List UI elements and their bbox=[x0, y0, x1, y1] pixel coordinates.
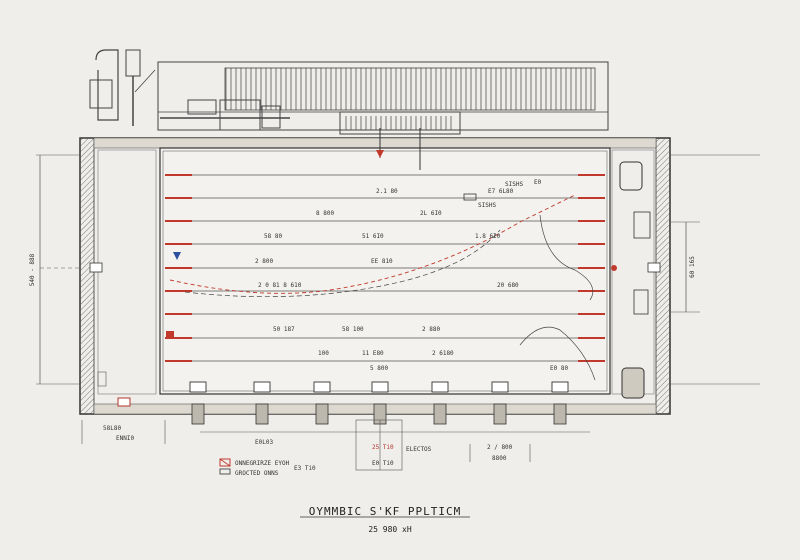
side-deck-features bbox=[89, 149, 661, 407]
label-r6c: 2 880 bbox=[422, 326, 440, 333]
drain-pit bbox=[493, 403, 507, 425]
drain-pit bbox=[315, 403, 329, 425]
drain-pit bbox=[255, 403, 269, 425]
label-r8a: 5 800 bbox=[370, 365, 388, 372]
pool-labels: 2.1 80 E7 6L80 SISHS E0 8 800 2L 6I0 SIS… bbox=[255, 179, 568, 372]
drain-pit bbox=[553, 403, 567, 425]
grandstand-roof bbox=[134, 61, 609, 135]
drain-pit bbox=[191, 403, 205, 425]
dim-left-vertical: 540 - 888 bbox=[29, 253, 36, 286]
label-r7b: 11 E80 bbox=[362, 350, 384, 357]
dim-right-vertical: 60 165 bbox=[689, 256, 696, 278]
top-deck bbox=[93, 137, 657, 149]
label-r3a: 58 80 bbox=[264, 233, 282, 240]
label-r6a: 50 187 bbox=[273, 326, 295, 333]
dimension-lines bbox=[36, 154, 760, 518]
label-r1d: E0 bbox=[534, 179, 542, 186]
dim-bottom-right-1: 2 / 800 bbox=[487, 444, 513, 451]
dim-bottom-left: 58L80 bbox=[103, 425, 121, 432]
label-r7c: 2 6180 bbox=[432, 350, 454, 357]
flow-curve-4 bbox=[519, 326, 596, 381]
legend-label-2: GROCTED ONNS bbox=[235, 470, 279, 477]
label-r8b: E0 80 bbox=[550, 365, 568, 372]
label-r3b: 51 6I0 bbox=[362, 233, 384, 240]
drain-pit bbox=[433, 403, 447, 425]
lane-ropes bbox=[165, 174, 605, 362]
drawing-title: OYMMBIC S'KF PPLTICM bbox=[309, 505, 461, 518]
label-r2c: SISHS bbox=[478, 202, 496, 209]
label-r1a: 2.1 80 bbox=[376, 188, 398, 195]
legend-label-1: ONNEGRIRZE EYOH bbox=[235, 460, 290, 467]
dim-bottom-center: E0L03 bbox=[255, 439, 273, 446]
starting-blocks bbox=[189, 381, 569, 425]
pool-basin bbox=[159, 147, 611, 395]
flow-curve-3 bbox=[539, 214, 594, 301]
dim-bottom-left-sub: ENNI0 bbox=[116, 435, 134, 442]
label-r5a: 2 0 81 8 610 bbox=[258, 282, 302, 289]
pipe-equipment bbox=[89, 49, 290, 131]
label-r7a: 100 bbox=[318, 350, 329, 357]
starting-block bbox=[253, 381, 271, 393]
dim-bottom-mid-1: 25 Ti0 bbox=[372, 444, 394, 451]
starting-block bbox=[551, 381, 569, 393]
starting-block bbox=[313, 381, 331, 393]
legend-swatch-1 bbox=[219, 458, 231, 467]
label-r5b: 20 680 bbox=[497, 282, 519, 289]
label-r2b: 2L 6I0 bbox=[420, 210, 442, 217]
label-r2a: 8 800 bbox=[316, 210, 334, 217]
flow-curve bbox=[169, 194, 576, 294]
dim-bottom-right-2: 8800 bbox=[492, 455, 507, 462]
flow-curve-2 bbox=[184, 229, 501, 298]
label-r1c: SISHS bbox=[505, 181, 523, 188]
dim-bottom-mid-3: ELECTOS bbox=[406, 446, 432, 453]
starting-block bbox=[371, 381, 389, 393]
starting-block bbox=[431, 381, 449, 393]
dim-bottom-mid-2: E0 Ti0 bbox=[372, 460, 394, 467]
label-r3c: 1.8 6I0 bbox=[475, 233, 501, 240]
intake-markers bbox=[166, 128, 617, 338]
label-r1b: E7 6L80 bbox=[488, 188, 514, 195]
starting-block bbox=[491, 381, 509, 393]
legend: ONNEGRIRZE EYOH GROCTED ONNS E3 Ti0 bbox=[219, 458, 316, 477]
starting-block bbox=[189, 381, 207, 393]
label-r4b: EE 810 bbox=[371, 258, 393, 265]
label-r6b: 58 100 bbox=[342, 326, 364, 333]
legend-extra: E3 Ti0 bbox=[294, 465, 316, 472]
right-wall-hatch bbox=[655, 137, 671, 415]
left-wall-hatch bbox=[79, 137, 95, 415]
label-r4a: 2 800 bbox=[255, 258, 273, 265]
legend-swatch-2 bbox=[219, 468, 231, 475]
drawing-scale: 25 980 xH bbox=[368, 525, 412, 534]
